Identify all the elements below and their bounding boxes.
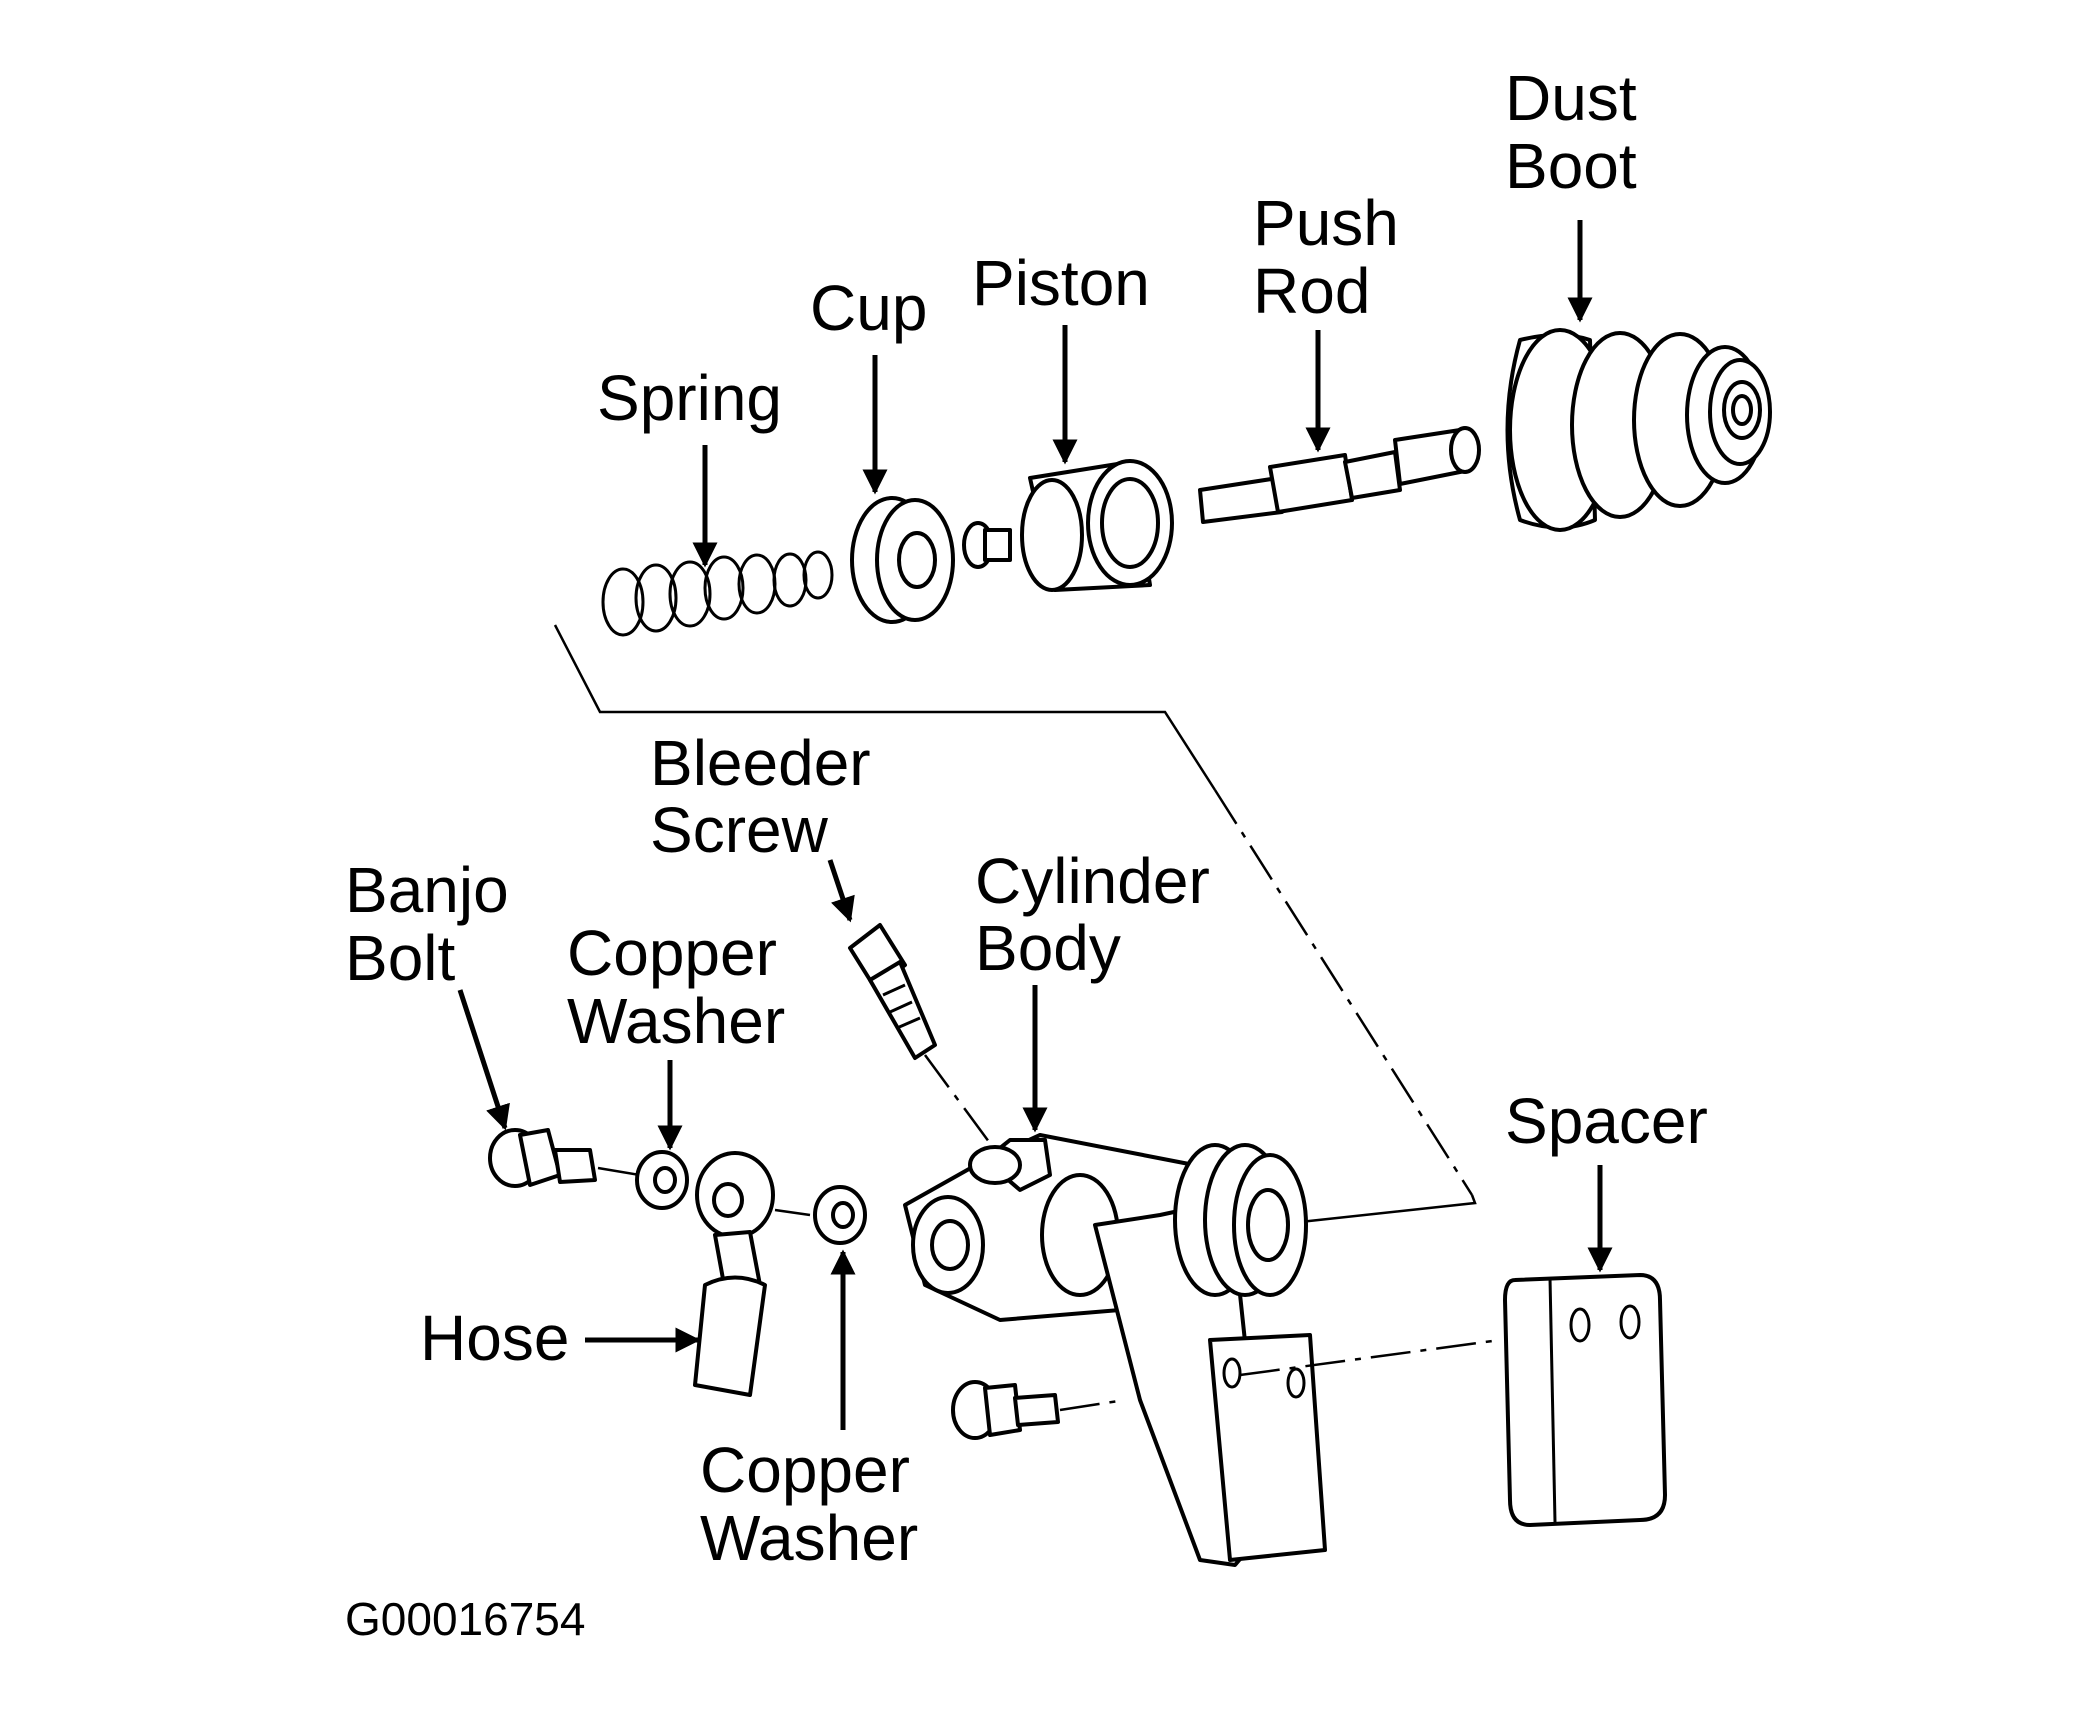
piston-label: Piston <box>972 247 1150 319</box>
figure-code: G00016754 <box>345 1593 585 1645</box>
banjo-bolt-part <box>488 1128 641 1188</box>
spring-part <box>601 550 834 637</box>
hose-part <box>693 1151 811 1397</box>
cup-label: Cup <box>810 272 927 344</box>
dust-boot-label: Dust Boot <box>1505 62 1654 202</box>
banjo-bolt-label: Banjo Bolt <box>345 854 526 994</box>
dust-boot-part <box>1505 328 1772 532</box>
cylinder-body-label: Cylinder Body <box>975 845 1228 984</box>
spacer-part <box>1239 1273 1667 1527</box>
copper-washer-lower-part <box>813 1185 867 1245</box>
hose-label: Hose <box>420 1302 569 1374</box>
assembly-reference-lines <box>553 624 1477 1224</box>
bleeder-screw-label: Bleeder Screw <box>650 727 888 866</box>
piston-part <box>962 459 1174 592</box>
cylinder-body-part <box>903 1133 1327 1567</box>
mounting-bolt-part <box>951 1380 1126 1440</box>
push-rod-part <box>1198 426 1481 524</box>
bleeder-screw-part <box>848 923 997 1151</box>
push-rod-label: Push Rod <box>1253 187 1417 327</box>
spacer-label: Spacer <box>1505 1085 1708 1157</box>
copper-washer-upper-part <box>635 1150 689 1210</box>
leader-arrows <box>457 220 1613 1430</box>
spring-label: Spring <box>597 362 782 434</box>
copper-washer-top-label: Copper Washer <box>567 917 795 1057</box>
copper-washer-bottom-label: Copper Washer <box>700 1434 928 1574</box>
cup-part <box>850 496 955 624</box>
